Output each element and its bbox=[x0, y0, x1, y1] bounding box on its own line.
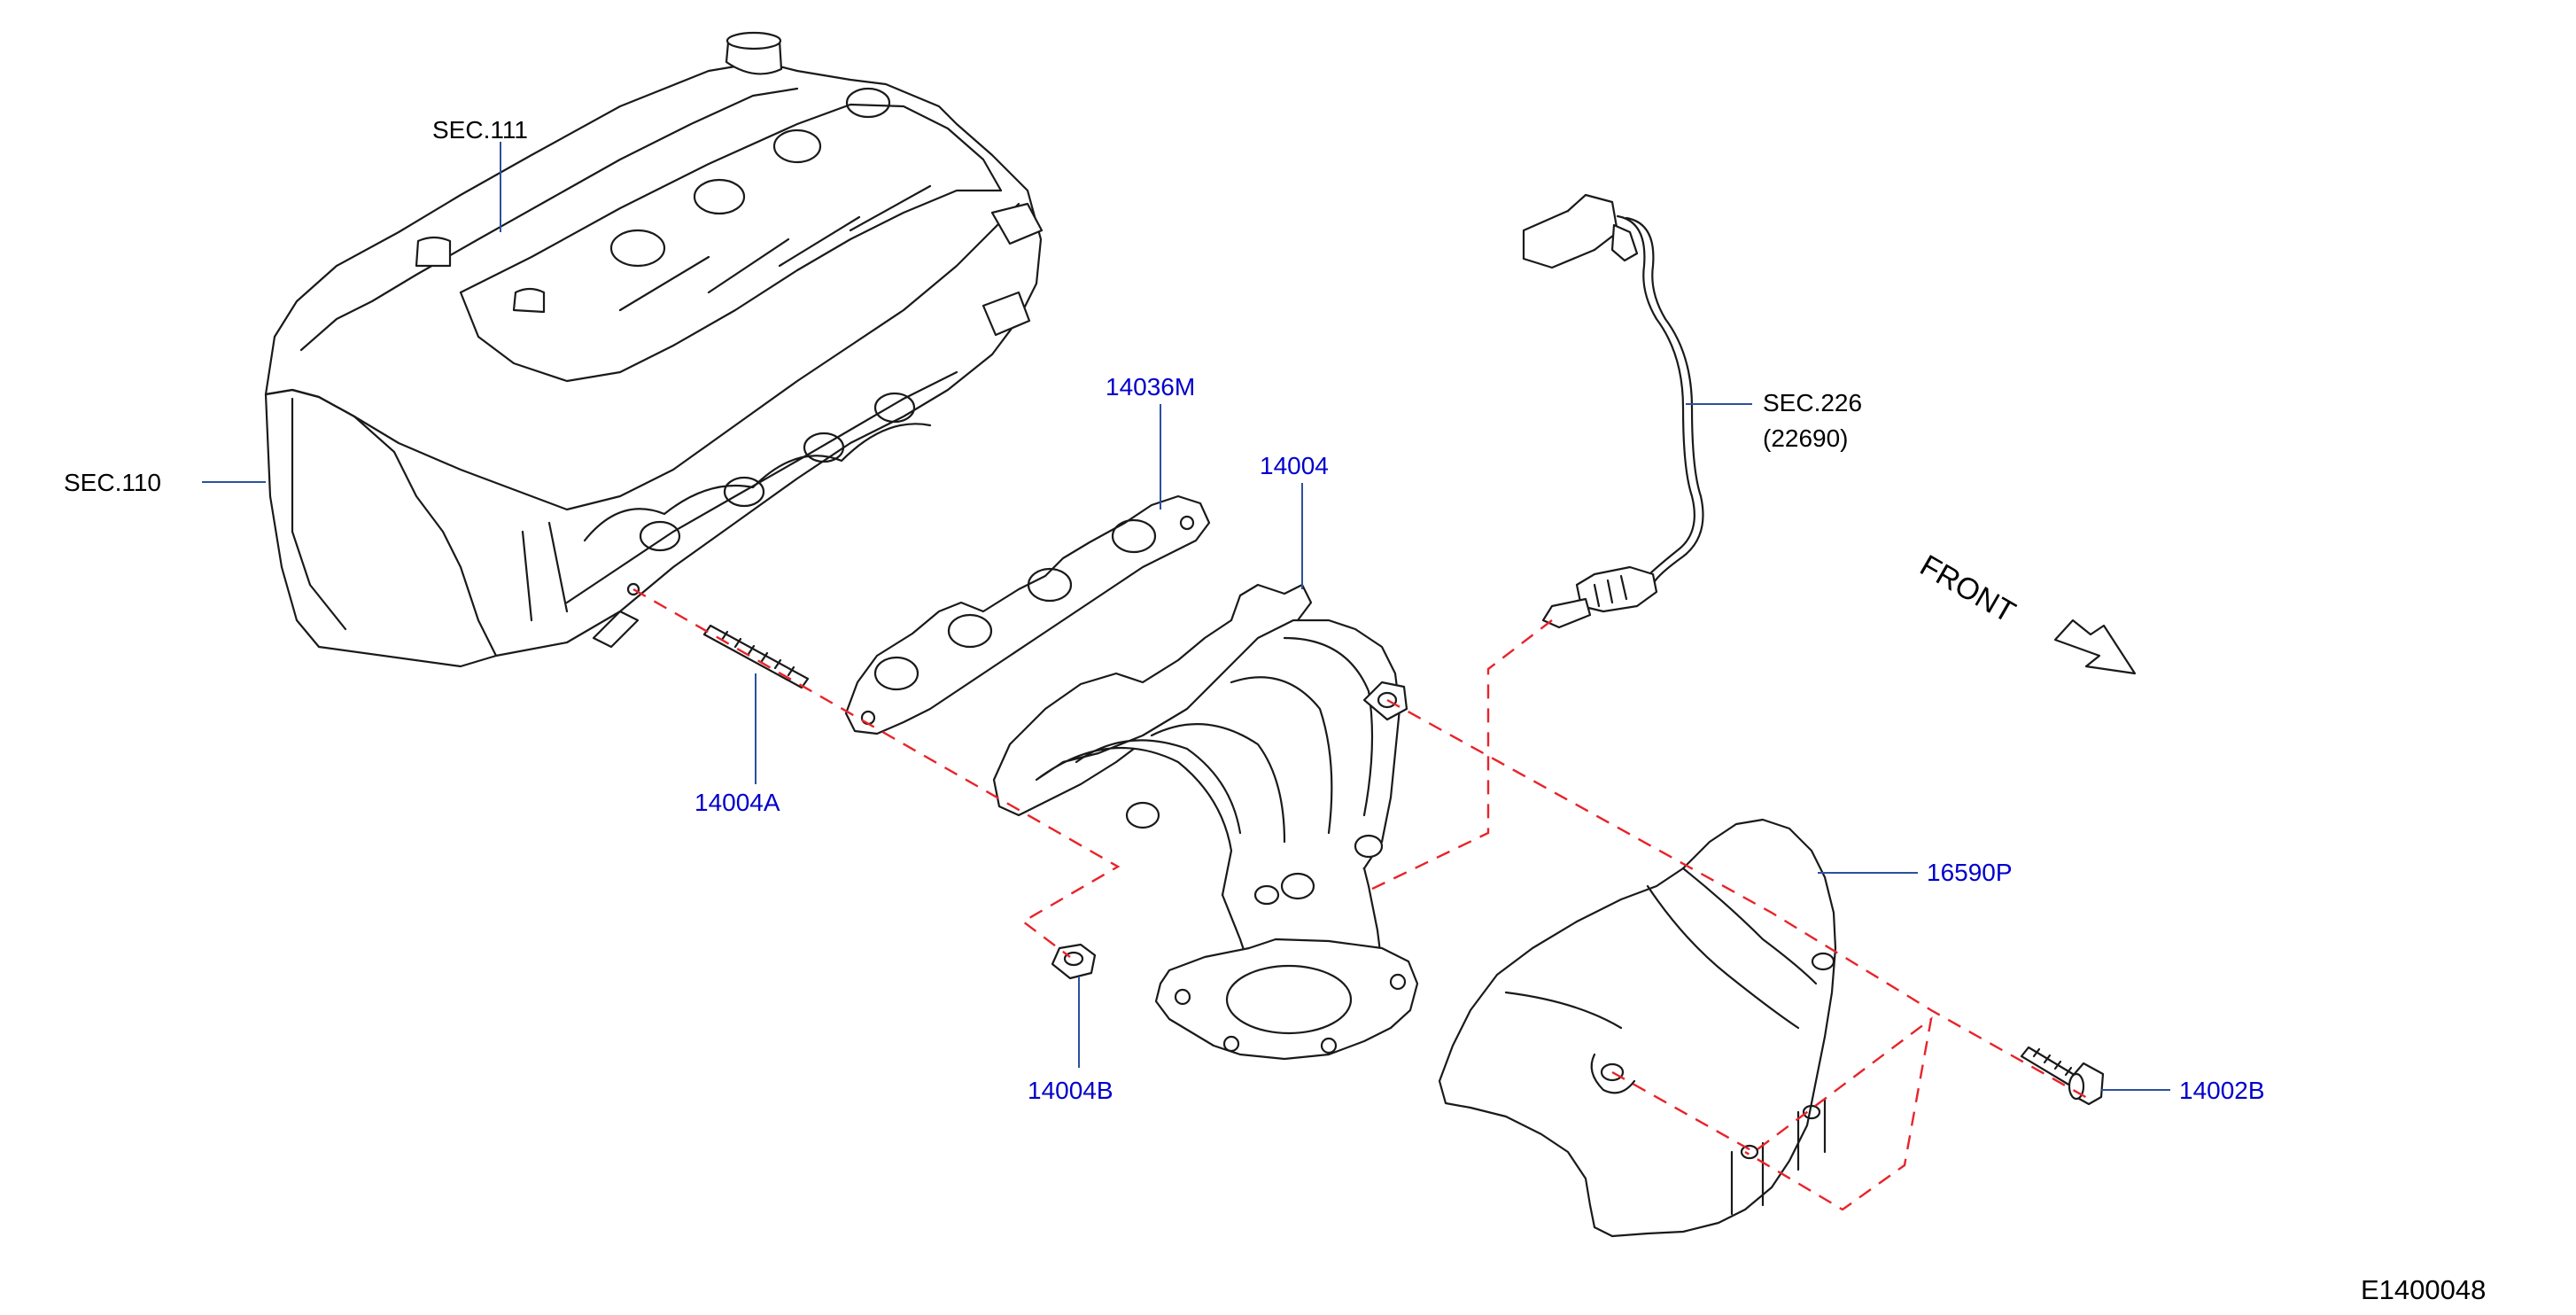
label-sec110: SEC.110 bbox=[64, 469, 161, 496]
shield-bolt-hole-1 bbox=[1600, 1062, 1625, 1082]
heat-shield-outline bbox=[1438, 818, 1837, 1238]
outlet-bolt-hole-1 bbox=[1174, 988, 1191, 1006]
cover-boss-left bbox=[415, 236, 452, 268]
runner-2 bbox=[1150, 723, 1286, 844]
valve-cover-top bbox=[299, 87, 799, 352]
head-exhaust-flange bbox=[565, 370, 958, 604]
valve-cover-ribs bbox=[618, 184, 932, 312]
stud-hole bbox=[626, 582, 640, 596]
label-sec226: SEC.226 bbox=[1763, 389, 1862, 416]
cover-boss-right bbox=[990, 202, 1044, 245]
runner-1 bbox=[1075, 739, 1242, 835]
heat-shield-bolt bbox=[2020, 1046, 2105, 1106]
gasket-port-3 bbox=[1027, 567, 1073, 603]
cover-boss-mid bbox=[512, 287, 546, 314]
head-timing-lines bbox=[521, 521, 569, 622]
valve-cover-ridge-2 bbox=[459, 189, 1003, 383]
cylinder-head-body bbox=[264, 60, 1043, 668]
cylinder-head-assembly bbox=[264, 31, 1044, 668]
shield-bolt-hole-3 bbox=[1740, 1144, 1759, 1160]
shield-rib-3 bbox=[1504, 991, 1623, 1030]
manifold-runners bbox=[1035, 619, 1401, 914]
valve-cover-ridge bbox=[459, 103, 1003, 294]
alignment-lines bbox=[632, 587, 2090, 1211]
outlet-bolt-hole-4 bbox=[1320, 1037, 1338, 1054]
gasket-port-4 bbox=[1111, 518, 1157, 554]
gasket-bolt-hole-2 bbox=[1179, 515, 1195, 531]
heat-shield bbox=[1438, 818, 1837, 1238]
manifold-outlet-flange bbox=[1154, 938, 1419, 1061]
runner-3 bbox=[1230, 676, 1333, 835]
manifold-nut bbox=[1051, 943, 1097, 980]
outlet-opening bbox=[1225, 964, 1353, 1035]
manifold-stud bbox=[702, 624, 810, 689]
shield-bolt-hole-4 bbox=[1802, 1104, 1821, 1120]
stud-body bbox=[702, 624, 810, 689]
front-arrow-icon bbox=[2053, 619, 2137, 675]
outlet-bolt-hole-2 bbox=[1389, 973, 1407, 991]
sensor-wire-2 bbox=[1625, 216, 1704, 583]
sensor-tip bbox=[1541, 597, 1592, 629]
nut-bore bbox=[1063, 951, 1084, 967]
manifold-boss-left bbox=[1125, 801, 1160, 829]
head-port-1 bbox=[639, 520, 681, 552]
shield-rib-2 bbox=[1681, 867, 1818, 985]
gasket-port-1 bbox=[873, 656, 919, 691]
gasket-port-2 bbox=[947, 613, 993, 649]
sensor-hex-facets bbox=[1593, 574, 1628, 608]
front-arrow bbox=[2053, 619, 2137, 675]
head-port-4 bbox=[873, 392, 916, 424]
sensor-hex bbox=[1575, 565, 1658, 613]
manifold-boss-low bbox=[1253, 884, 1280, 906]
label-14004b: 14004B bbox=[1028, 1077, 1113, 1104]
oxygen-sensor bbox=[1522, 193, 1704, 629]
cover-boss-right-2 bbox=[982, 291, 1031, 337]
head-lower-tab bbox=[592, 610, 640, 649]
sensor-port bbox=[1377, 691, 1398, 709]
stud-threads bbox=[720, 630, 795, 677]
outlet-bolt-hole-3 bbox=[1222, 1035, 1240, 1053]
manifold-boss-right bbox=[1354, 834, 1384, 859]
gasket-outline bbox=[844, 494, 1211, 735]
sensor-wire bbox=[1616, 214, 1695, 578]
manifold-boss-center bbox=[1280, 872, 1315, 900]
label-front: FRONT bbox=[1914, 549, 2021, 629]
shield-bolt-recess-1 bbox=[1590, 1053, 1636, 1094]
oil-filler-cap bbox=[725, 31, 782, 51]
nut-hex bbox=[1051, 943, 1097, 980]
head-side-line bbox=[291, 397, 347, 631]
exhaust-manifold bbox=[992, 583, 1419, 1061]
sensor-connector-top bbox=[1566, 193, 1619, 252]
shield-rib-1 bbox=[1646, 884, 1800, 1030]
shield-lower-slots bbox=[1730, 1097, 1827, 1216]
label-14002b: 14002B bbox=[2179, 1077, 2265, 1104]
head-front-face bbox=[264, 388, 498, 658]
label-diagram-code: E1400048 bbox=[2361, 1274, 2486, 1305]
bolt-flange bbox=[2068, 1072, 2085, 1101]
label-16590p: 16590P bbox=[1927, 859, 2013, 886]
head-port-ridges bbox=[583, 423, 932, 542]
label-14004a: 14004A bbox=[694, 789, 780, 816]
label-14036m: 14036M bbox=[1106, 373, 1195, 401]
plug-hole-4 bbox=[845, 87, 891, 119]
leader-lines bbox=[202, 142, 2170, 1091]
shield-bolt-hole-2 bbox=[1811, 952, 1835, 971]
bolt-threads bbox=[2032, 1047, 2073, 1077]
dash-sensor-to-manifold bbox=[1368, 619, 1553, 892]
plug-hole-3 bbox=[772, 128, 822, 164]
dash-sensor-bolt bbox=[1386, 698, 2090, 1101]
plug-hole-1 bbox=[609, 229, 666, 268]
head-port-3 bbox=[803, 432, 845, 463]
dash-stud-nut bbox=[632, 587, 1121, 958]
label-sec111: SEC.111 bbox=[432, 116, 528, 144]
head-port-2 bbox=[723, 476, 765, 508]
sensor-boot bbox=[1610, 223, 1639, 262]
runner-4 bbox=[1283, 636, 1374, 817]
dash-shield-box bbox=[1611, 1016, 1933, 1211]
manifold-sensor-boss bbox=[1362, 681, 1408, 721]
plug-hole-2 bbox=[693, 178, 746, 215]
label-sec226-sub: (22690) bbox=[1763, 424, 1849, 452]
label-14004: 14004 bbox=[1260, 452, 1329, 479]
